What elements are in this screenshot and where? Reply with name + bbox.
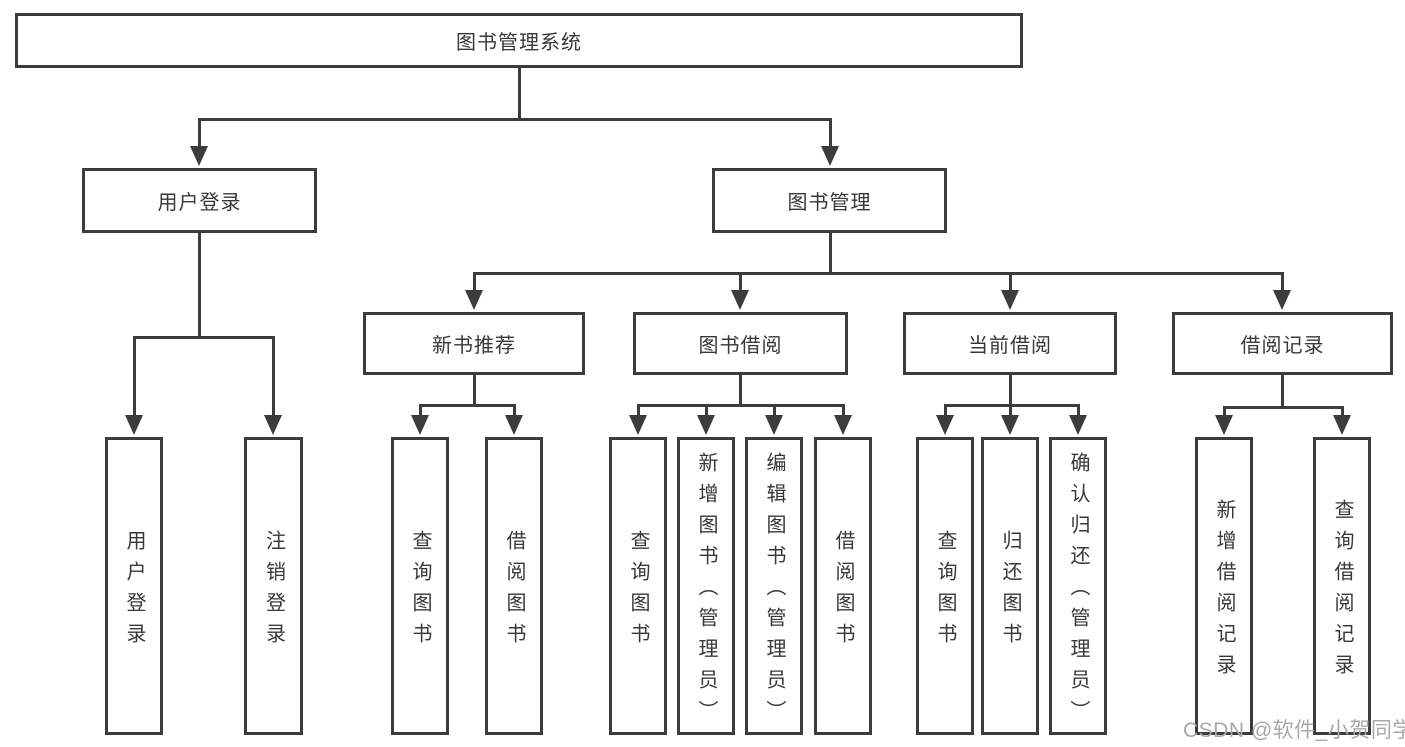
connector-arrow-stem	[943, 405, 947, 419]
node-label-cur-return: 归还图书	[999, 529, 1021, 654]
node-label-bb-edit: 编辑图书（管理员）	[763, 452, 785, 731]
arrow-down-icon	[1001, 415, 1019, 435]
node-label-logout: 注销登录	[262, 529, 285, 654]
node-rec-add: 新增借阅记录	[1195, 437, 1253, 735]
node-label-cur-confirm: 确认归还（管理员）	[1067, 452, 1089, 731]
connector-line	[418, 403, 516, 407]
connector-line	[1222, 405, 1344, 409]
arrow-down-icon	[1001, 290, 1019, 310]
node-cur-query: 查询图书	[916, 437, 974, 735]
node-cur-confirm: 确认归还（管理员）	[1049, 437, 1107, 735]
node-label-nb-query: 查询图书	[409, 529, 431, 654]
watermark-text: CSDN @软件_小贺同学	[1183, 719, 1405, 742]
node-label-book-mgmt: 图书管理	[787, 192, 872, 214]
node-label-cur-query: 查询图书	[934, 529, 956, 654]
connector-arrow-stem	[1008, 405, 1012, 419]
arrow-down-icon	[731, 290, 749, 310]
arrow-down-icon	[936, 415, 954, 435]
connector-arrow-stem	[197, 119, 201, 150]
arrow-down-icon	[190, 146, 208, 166]
connector-arrow-stem	[132, 337, 136, 419]
node-label-rec-add: 新增借阅记录	[1213, 498, 1235, 685]
connector-line	[132, 335, 275, 339]
arrow-down-icon	[765, 415, 783, 435]
node-user-login: 用户登录	[82, 168, 317, 233]
connector-arrow-stem	[841, 405, 845, 419]
arrow-down-icon	[411, 415, 429, 435]
node-bb-edit: 编辑图书（管理员）	[745, 437, 803, 735]
connector-line	[197, 117, 832, 121]
arrow-down-icon	[629, 415, 647, 435]
connector-arrow-stem	[636, 405, 640, 419]
connector-arrow-stem	[418, 405, 422, 419]
arrow-down-icon	[834, 415, 852, 435]
connector-line	[636, 403, 845, 407]
connector-arrow-stem	[1280, 273, 1284, 294]
node-label-nb-borrow: 借阅图书	[503, 529, 525, 654]
connector-arrow-stem	[738, 273, 742, 294]
node-label-bb-query: 查询图书	[627, 529, 649, 654]
connector-line	[738, 375, 742, 406]
connector-arrow-stem	[1222, 407, 1226, 419]
node-rec-query: 查询借阅记录	[1313, 437, 1371, 735]
node-label-book-borrow: 图书借阅	[698, 335, 783, 357]
connector-line	[517, 68, 521, 120]
connector-arrow-stem	[1340, 407, 1344, 419]
arrow-down-icon	[697, 415, 715, 435]
node-label-root: 图书管理系统	[456, 32, 582, 54]
node-label-login: 用户登录	[123, 529, 145, 654]
node-label-bb-borrow: 借阅图书	[832, 529, 854, 654]
arrow-down-icon	[1273, 290, 1291, 310]
connector-arrow-stem	[1076, 405, 1080, 419]
node-nb-borrow: 借阅图书	[485, 437, 543, 735]
node-book-borrow: 图书借阅	[633, 312, 848, 375]
connector-arrow-stem	[828, 119, 832, 150]
node-login: 用户登录	[105, 437, 163, 735]
connector-arrow-stem	[472, 273, 476, 294]
node-borrow-records: 借阅记录	[1172, 312, 1393, 375]
connector-line	[197, 233, 201, 338]
node-label-current-borrow: 当前借阅	[968, 335, 1052, 357]
node-bb-query: 查询图书	[609, 437, 667, 735]
node-new-book: 新书推荐	[363, 312, 585, 375]
connector-arrow-stem	[1008, 273, 1012, 294]
node-cur-return: 归还图书	[981, 437, 1039, 735]
arrow-down-icon	[821, 146, 839, 166]
connector-line	[1280, 375, 1284, 408]
node-root: 图书管理系统	[15, 13, 1023, 68]
node-label-user-login: 用户登录	[157, 192, 242, 214]
arrow-down-icon	[1333, 415, 1351, 435]
node-label-new-book: 新书推荐	[432, 335, 516, 357]
connector-line	[472, 375, 476, 406]
node-label-borrow-records: 借阅记录	[1240, 335, 1325, 357]
connector-arrow-stem	[271, 337, 275, 419]
node-nb-query: 查询图书	[391, 437, 449, 735]
connector-line	[943, 403, 1080, 407]
arrow-down-icon	[264, 415, 282, 435]
arrow-down-icon	[1069, 415, 1087, 435]
connector-arrow-stem	[704, 405, 708, 419]
node-bb-borrow: 借阅图书	[814, 437, 872, 735]
node-label-bb-add: 新增图书（管理员）	[695, 452, 717, 731]
node-current-borrow: 当前借阅	[903, 312, 1117, 375]
node-label-rec-query: 查询借阅记录	[1331, 498, 1353, 685]
node-book-mgmt: 图书管理	[712, 168, 947, 233]
node-bb-add: 新增图书（管理员）	[677, 437, 735, 735]
arrow-down-icon	[505, 415, 523, 435]
connector-line	[1008, 375, 1012, 406]
connector-arrow-stem	[772, 405, 776, 419]
node-logout: 注销登录	[244, 437, 303, 735]
connector-line	[828, 233, 832, 274]
arrow-down-icon	[465, 290, 483, 310]
arrow-down-icon	[1215, 415, 1233, 435]
arrow-down-icon	[125, 415, 143, 435]
connector-arrow-stem	[512, 405, 516, 419]
connector-line	[472, 271, 1284, 275]
